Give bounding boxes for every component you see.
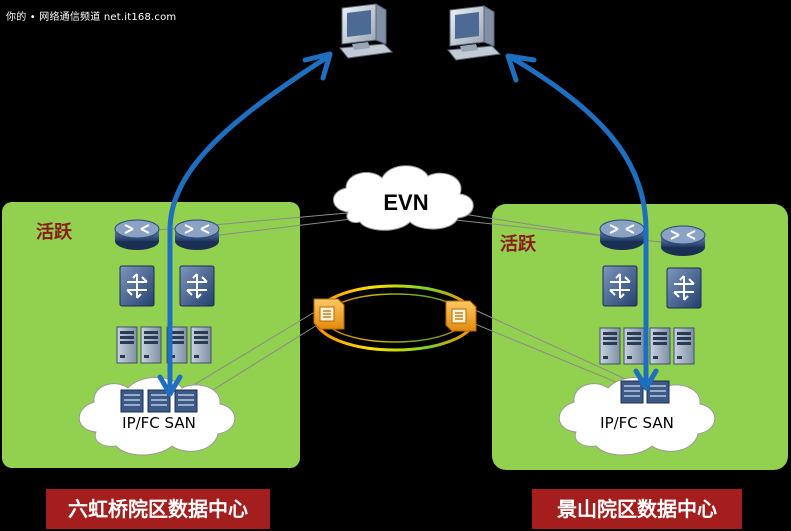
left-san-label: IP/FC SAN	[122, 414, 196, 432]
flow-arrow-right	[505, 53, 659, 391]
left-datacenter-name: 六虹桥院区数据中心	[46, 489, 270, 529]
switch-icon	[666, 267, 702, 309]
left-active-label: 活跃	[36, 222, 72, 243]
dwdm-icon	[313, 298, 345, 330]
server-icon	[116, 326, 138, 364]
client-pc-icon	[447, 5, 501, 61]
client-pc-icon	[339, 3, 393, 59]
router-icon	[114, 219, 160, 251]
dwdm-icon	[445, 300, 477, 332]
server-icon	[673, 327, 695, 365]
watermark-text: 你的 • 网络通信频道 net.it168.com	[6, 12, 177, 23]
server-icon	[623, 327, 645, 365]
server-icon	[190, 326, 212, 364]
cloud-icon	[333, 165, 474, 231]
right-san-label: IP/FC SAN	[600, 414, 674, 432]
router-icon	[174, 219, 220, 251]
cloud-icon	[558, 377, 716, 456]
right-datacenter-name: 景山院区数据中心	[532, 489, 742, 529]
router-icon	[660, 225, 706, 257]
storage-icon	[620, 380, 644, 404]
switch-icon	[602, 265, 638, 307]
storage-icon	[120, 389, 144, 413]
server-icon	[649, 327, 671, 365]
evn-cloud-label: EVN	[383, 190, 429, 215]
storage-icon	[174, 389, 198, 413]
flow-arrow-left	[157, 51, 333, 397]
right-active-label: 活跃	[500, 234, 536, 255]
switch-icon	[119, 265, 155, 307]
server-icon	[599, 327, 621, 365]
server-icon	[140, 326, 162, 364]
router-icon	[599, 219, 645, 251]
switch-icon	[179, 265, 215, 307]
